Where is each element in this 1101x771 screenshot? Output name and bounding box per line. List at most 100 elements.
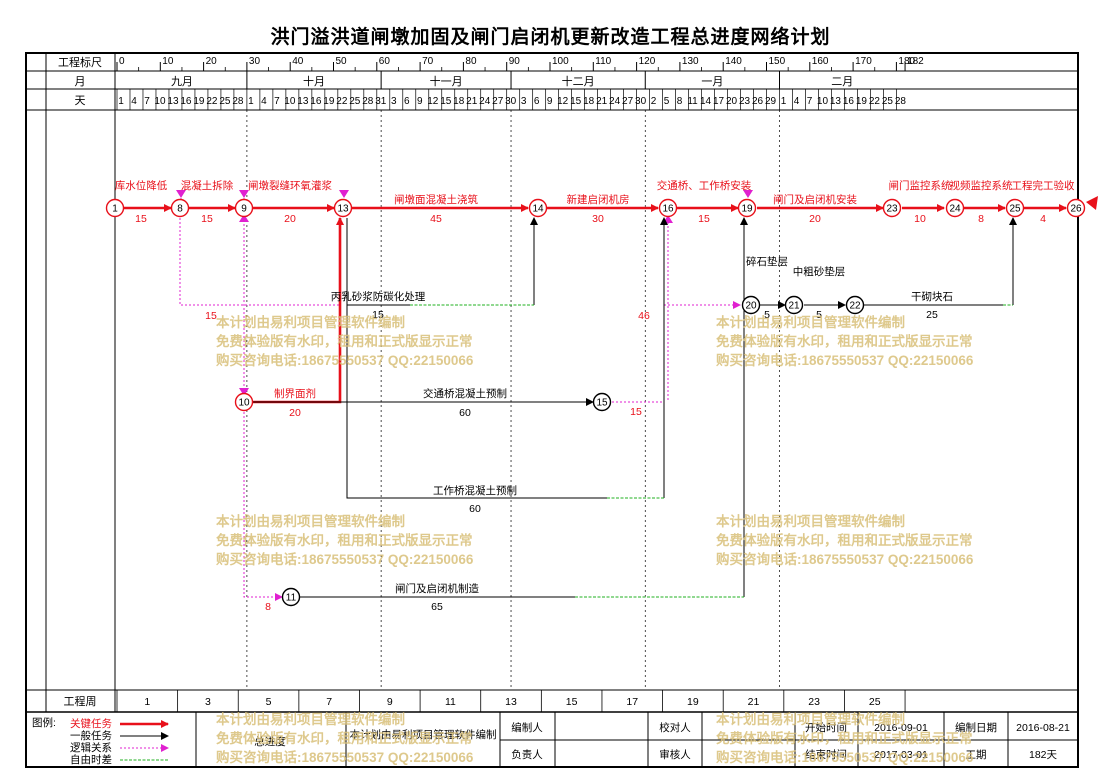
day-label: 17: [713, 96, 725, 107]
ruler-tick-label: 70: [422, 56, 434, 67]
watermark: 本计划由易利项目管理软件编制免费体验版有水印，租用和正式版显示正常购买咨询电话:…: [216, 315, 474, 368]
task-7-name: 闸门及启闭机安装: [773, 193, 857, 206]
ruler-tick-label: 40: [292, 56, 304, 67]
ruler-tick-label: 140: [725, 56, 742, 67]
day-label: 21: [466, 96, 478, 107]
task-5-duration: 30: [592, 213, 604, 225]
node-label-22: 22: [849, 301, 861, 312]
task-12-name: 制界面剂: [274, 387, 316, 400]
info-table: [195, 712, 1078, 767]
day-label: 16: [843, 96, 855, 107]
month-label: 一月: [701, 76, 723, 88]
normal-labels: 丙乳砂浆防碳化处理 15 交通桥混凝土预制 60 工作桥混凝土预制 60 闸门及…: [331, 255, 953, 613]
outer-frame: [25, 52, 1079, 768]
day-label: 10: [284, 96, 296, 107]
node-label-19: 19: [741, 204, 753, 215]
day-label: 27: [622, 96, 634, 107]
week-label: 19: [687, 696, 699, 708]
task-14-duration: 60: [469, 503, 481, 515]
day-label: 27: [492, 96, 504, 107]
day-label: 4: [794, 96, 800, 107]
node-label-8: 8: [177, 204, 183, 215]
node-19: [737, 198, 757, 218]
day-label: 31: [375, 96, 387, 107]
ruler-tick-label: 110: [595, 56, 611, 67]
period-value: 182天: [1029, 749, 1058, 761]
task-18-name: 干砌块石: [911, 291, 953, 303]
watermark: 本计划由易利项目管理软件编制免费体验版有水印，租用和正式版显示正常购买咨询电话:…: [216, 514, 474, 567]
ruler-tick-label: 90: [509, 56, 521, 67]
node-24: [945, 198, 965, 218]
editor-label: 编制人: [511, 721, 543, 734]
month-gridlines: [246, 110, 780, 690]
day-label: 5: [664, 96, 670, 107]
task-4-name: 闸墩面混凝土浇筑: [394, 193, 478, 206]
node-8: [170, 198, 190, 218]
task-15-duration: 65: [431, 601, 443, 613]
week-label: 7: [326, 696, 332, 708]
node-11: [281, 587, 301, 607]
task-9-duration: 8: [978, 213, 984, 225]
day-label: 19: [856, 96, 868, 107]
task-8-duration: 10: [914, 213, 926, 225]
day-label: 22: [869, 96, 881, 107]
week-label: 11: [445, 696, 456, 708]
week-label: 1: [144, 696, 150, 708]
day-label: 30: [505, 96, 517, 107]
day-label: 21: [596, 96, 608, 107]
node-21: [784, 295, 804, 315]
day-label: 2: [651, 96, 657, 107]
legend-logic: 逻辑关系: [70, 741, 112, 754]
task-16-duration: 5: [764, 309, 770, 321]
week-label: 工程周: [64, 695, 97, 708]
day-label: 6: [534, 96, 540, 107]
day-label: 16: [310, 96, 322, 107]
end-label: 结束时间: [805, 748, 847, 761]
day-label: 19: [193, 96, 205, 107]
month-label: 十月: [303, 74, 325, 88]
software-note: 本计划由易利项目管理软件编制: [350, 728, 497, 741]
watermark: 本计划由易利项目管理软件编制免费体验版有水印，租用和正式版显示正常购买咨询电话:…: [716, 514, 974, 567]
node-23: [882, 198, 902, 218]
node-label-21: 21: [788, 301, 800, 312]
day-label: 26: [752, 96, 764, 107]
task-13-name: 交通桥混凝土预制: [423, 387, 507, 400]
week-label: 13: [505, 696, 517, 708]
day-label: 13: [297, 96, 309, 107]
task-12-duration: 20: [289, 407, 301, 419]
legend: 关键任务 一般任务 逻辑关系 自由时差: [70, 717, 169, 766]
task-11-duration: 15: [372, 309, 384, 321]
node-9: [234, 198, 254, 218]
task-11-name: 丙乳砂浆防碳化处理: [331, 290, 426, 303]
legend-float: 自由时差: [70, 753, 112, 766]
legend-critical: 关键任务: [70, 717, 112, 730]
page-title: 洪门溢洪道闸墩加固及闸门启闭机更新改造工程总进度网络计划: [270, 27, 831, 48]
day-label: 天: [75, 95, 86, 107]
ruler-tick-label: 150: [769, 56, 786, 67]
task-17-duration: 5: [816, 309, 822, 321]
node-label-15: 15: [596, 398, 608, 409]
ruler-tick-label: 182: [907, 56, 924, 67]
day-label: 25: [219, 96, 231, 107]
week-label: 21: [748, 696, 760, 708]
ruler-tick-label: 80: [465, 56, 477, 67]
node-label-16: 16: [662, 204, 674, 215]
day-label: 14: [700, 96, 712, 107]
month-row: 九月十月十一月十二月一月二月: [171, 71, 853, 89]
day-label: 3: [391, 96, 397, 107]
day-label: 24: [479, 96, 491, 107]
task-1-name: 库水位降低: [115, 179, 168, 192]
day-label: 12: [557, 96, 569, 107]
task-9-name: 视频监控系统: [950, 179, 1013, 192]
node-14: [528, 198, 548, 218]
node-25: [1005, 198, 1025, 218]
month-label: 九月: [171, 75, 193, 88]
task-10-name: 工程完工验收: [1012, 179, 1075, 192]
day-label: 9: [417, 96, 423, 107]
week-label: 25: [869, 696, 881, 708]
task-18-duration: 25: [926, 309, 938, 321]
day-label: 30: [635, 96, 647, 107]
ruler-tick-label: 0: [119, 56, 125, 67]
